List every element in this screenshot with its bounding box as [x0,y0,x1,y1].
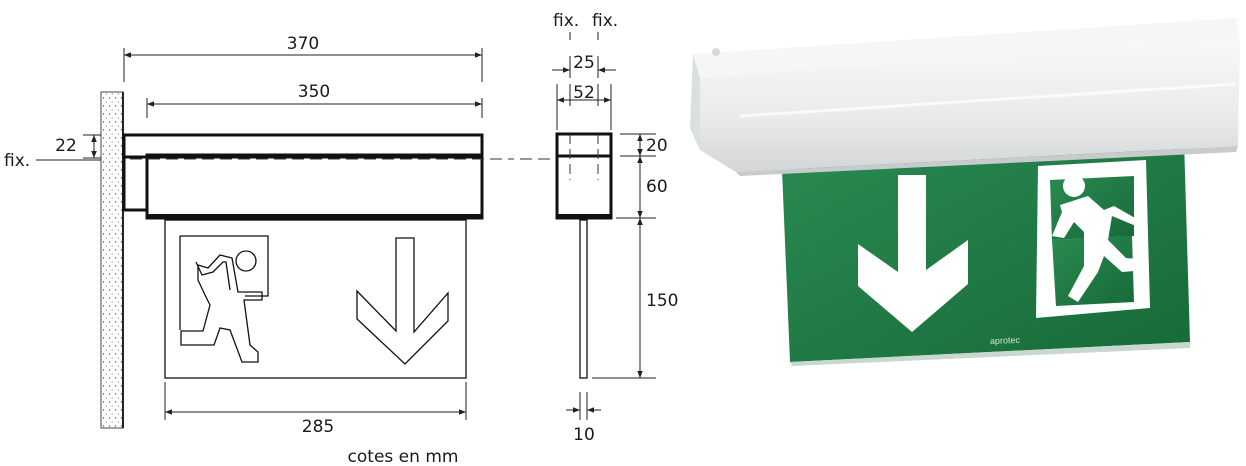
product-photo: aprotec [690,18,1240,366]
dim-fixing-spacing: 25 [573,53,595,73]
fix-label-side-left: fix. [553,11,579,31]
dim-top-height: 20 [646,136,668,156]
front-view: 370 350 22 fix. [4,34,514,437]
down-arrow-outline-icon [356,237,449,365]
fix-label-front: fix. [4,151,30,171]
dim-panel-width: 285 [302,417,334,437]
housing-front-face [700,40,1240,172]
side-housing-top [555,132,613,158]
side-housing-body [555,154,613,220]
dim-body-depth: 52 [573,83,595,103]
side-view: fix. fix. 25 52 20 60 [520,11,678,445]
running-man-outline-icon [179,235,269,363]
dim-wall-offset: 22 [55,136,77,156]
dim-body-height: 60 [646,177,668,197]
dim-body-width: 350 [298,82,330,102]
sign-panel [164,219,467,379]
fix-label-side-right: fix. [592,11,618,31]
dim-panel-height: 150 [646,291,678,311]
brand-label: aprotec [990,335,1021,346]
dim-panel-thickness: 10 [573,425,595,445]
housing-top-face [693,18,1240,78]
running-man-icon [1036,160,1150,318]
units-caption: cotes en mm [348,447,459,466]
wall [100,91,124,429]
dim-overall-width: 370 [287,34,319,54]
housing-body [145,153,484,220]
housing-top [122,133,484,159]
down-arrow-icon [858,175,968,332]
side-panel [579,219,588,379]
